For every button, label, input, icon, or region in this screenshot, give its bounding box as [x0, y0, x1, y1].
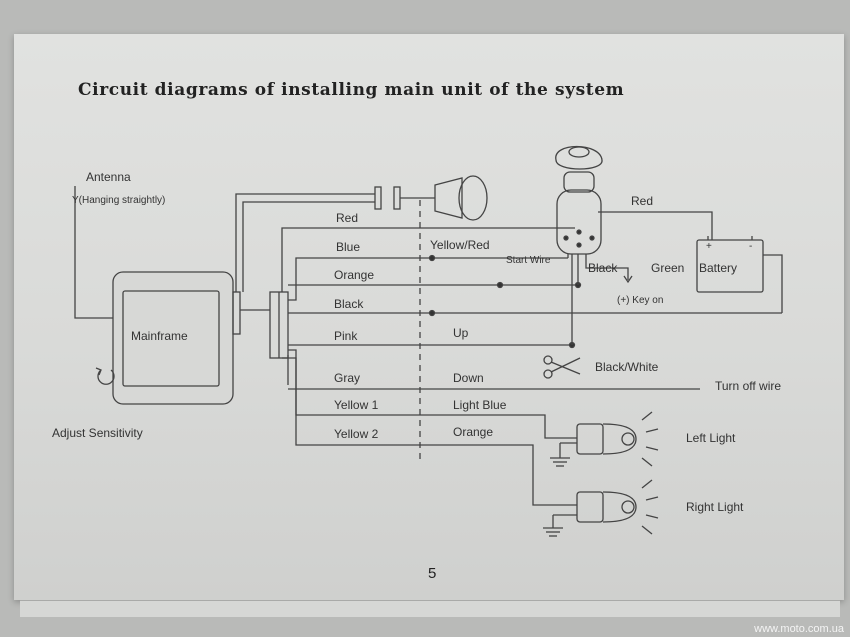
wire-yellow1 [288, 349, 577, 439]
mainframe-inner [122, 290, 220, 387]
label-wire-yellow-red: Yellow/Red [430, 238, 490, 252]
label-wire-red: Red [336, 211, 358, 225]
junction-dot [428, 254, 436, 262]
label-wire-yellow1: Yellow 1 [334, 398, 379, 412]
label-wire-light-blue: Light Blue [453, 398, 507, 412]
left-light-label: Left Light [686, 431, 736, 445]
label-wire-orange-right: Orange [453, 425, 493, 439]
siren-bell [458, 175, 488, 221]
label-key-on: (+) Key on [617, 295, 663, 306]
cut-scissors-icon [543, 355, 581, 379]
label-wire-yellow2: Yellow 2 [334, 427, 379, 441]
wire-red [281, 227, 575, 292]
label-wire-gray: Gray [334, 371, 360, 385]
junction-dot [496, 281, 504, 289]
left-light-icon [550, 411, 659, 467]
label-wire-up: Up [453, 326, 469, 340]
mainframe-box [112, 271, 234, 405]
label-switch-black: Black [588, 261, 618, 275]
page-title: Circuit diagrams of installing main unit… [78, 80, 625, 100]
siren-wire-upper [235, 193, 375, 292]
page-number: 5 [428, 565, 437, 582]
right-light-icon [543, 479, 659, 537]
antenna-wire [74, 186, 116, 319]
adjust-sensitivity-label: Adjust Sensitivity [52, 426, 143, 440]
battery-minus: - [749, 241, 752, 252]
label-wire-down: Down [453, 371, 484, 385]
turn-off-wire-label: Turn off wire [715, 379, 781, 393]
battery-icon [696, 239, 764, 293]
mainframe-label: Mainframe [131, 329, 188, 343]
sensitivity-knob-icon [97, 369, 115, 385]
battery-ground-wire [763, 254, 783, 313]
battery-label: Battery [699, 261, 737, 275]
label-switch-black-white: Black/White [595, 360, 659, 374]
antenna-label: Antenna [86, 170, 131, 184]
label-start-wire: Start Wire [506, 255, 551, 266]
mainframe-connector [232, 291, 241, 335]
siren-horn-icon [434, 177, 463, 219]
label-wire-orange: Orange [334, 268, 374, 282]
watermark: www.moto.com.ua [754, 623, 844, 635]
label-wire-blue: Blue [336, 240, 360, 254]
page-edge [20, 600, 840, 617]
sensitivity-arrow-icon [95, 367, 102, 376]
switch-green-wire [585, 254, 629, 280]
right-light-label: Right Light [686, 500, 744, 514]
siren-wire-lower [242, 201, 375, 292]
switch-red-wire [598, 211, 713, 240]
junction-dot [428, 309, 436, 317]
label-wire-black: Black [334, 297, 364, 311]
battery-plus: + [706, 241, 712, 252]
wire-yellow2 [282, 357, 577, 506]
ignition-switch-body [556, 189, 602, 255]
antenna-note: Y(Hanging straightly) [72, 195, 165, 206]
label-switch-red: Red [631, 194, 653, 208]
label-switch-green: Green [651, 261, 684, 275]
label-wire-pink: Pink [334, 329, 358, 343]
siren-plug-left [374, 186, 382, 210]
ignition-switch-icon [555, 145, 603, 170]
siren-plug-right [393, 186, 401, 210]
